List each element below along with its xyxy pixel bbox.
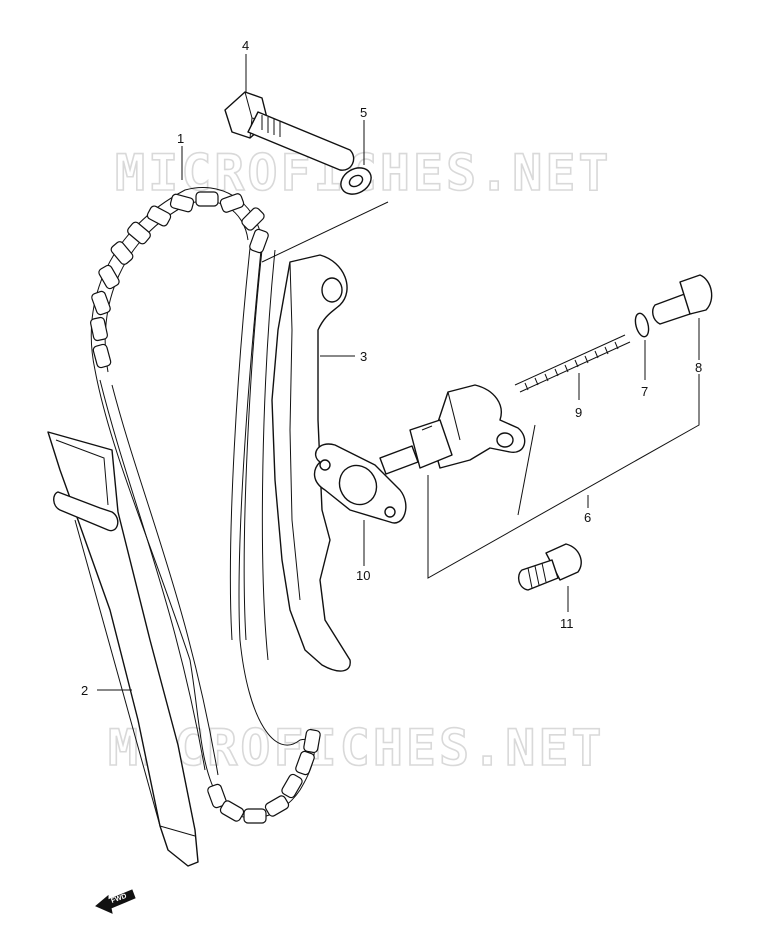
part-10-gasket[interactable] — [313, 443, 407, 524]
callout-5[interactable]: 5 — [360, 105, 367, 120]
part-4-bolt[interactable] — [224, 91, 355, 171]
watermark-bottom: MICROFICHES.NET — [108, 719, 605, 777]
callout-6[interactable]: 6 — [584, 510, 591, 525]
callout-1[interactable]: 1 — [177, 131, 184, 146]
callout-10[interactable]: 10 — [356, 568, 370, 583]
part-11-bolt[interactable] — [517, 543, 582, 591]
part-7-o-ring[interactable] — [633, 312, 651, 338]
part-1-cam-chain[interactable] — [90, 186, 321, 824]
part-5-washer[interactable] — [336, 163, 376, 200]
part-9-spring[interactable] — [514, 334, 631, 393]
part-8-cap-bolt[interactable] — [652, 274, 713, 325]
callout-4[interactable]: 4 — [242, 38, 249, 53]
callout-2[interactable]: 2 — [81, 683, 88, 698]
part-6-tensioner-assy[interactable] — [379, 384, 526, 475]
fwd-arrow-icon: FWD — [95, 889, 136, 914]
part-2-chain-guide[interactable] — [47, 431, 199, 867]
callouts: 1 2 3 4 5 6 7 8 9 10 11 — [81, 38, 702, 698]
callout-9[interactable]: 9 — [575, 405, 582, 420]
callout-11[interactable]: 11 — [560, 616, 574, 631]
leader-lines — [97, 54, 700, 691]
callout-8[interactable]: 8 — [695, 360, 702, 375]
part-3-tensioner-guide[interactable] — [271, 254, 351, 672]
callout-7[interactable]: 7 — [641, 384, 648, 399]
callout-3[interactable]: 3 — [360, 349, 367, 364]
